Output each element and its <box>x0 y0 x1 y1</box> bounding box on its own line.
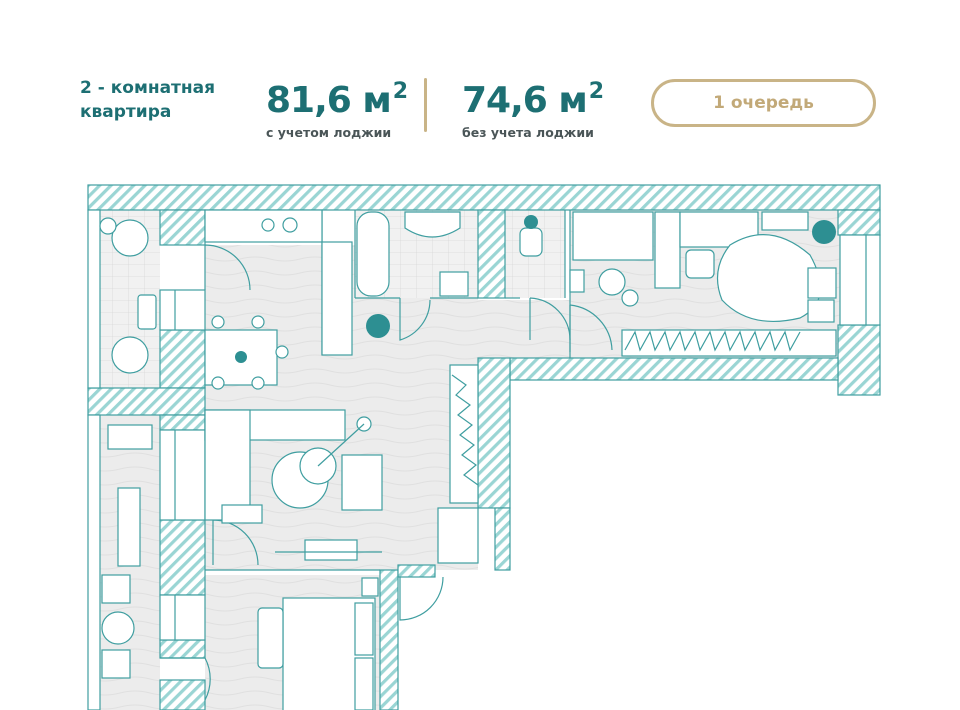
study-room-furniture <box>569 211 837 357</box>
queue-button[interactable]: 1 очередь <box>651 79 876 127</box>
area-without-loggia: 74,6 м2 без учета лоджии <box>462 72 604 140</box>
walls <box>87 184 881 710</box>
area-unit-sup: 2 <box>392 79 408 104</box>
doors <box>160 244 613 701</box>
apartment-type-line2: квартира <box>80 102 172 122</box>
bathroom-furniture <box>356 211 543 297</box>
plants <box>366 215 836 338</box>
area-without-loggia-value: 74,6 м <box>462 80 588 121</box>
area-unit-sup: 2 <box>588 79 604 104</box>
bedroom-furniture <box>257 577 379 710</box>
area-with-loggia: 81,6 м2 с учетом лоджии <box>266 72 408 140</box>
header: 2 - комнатная квартира 81,6 м2 с учетом … <box>0 0 960 160</box>
area-with-loggia-value: 81,6 м <box>266 80 392 121</box>
kitchen-furniture <box>204 209 353 390</box>
area-without-loggia-caption: без учета лоджии <box>462 125 594 140</box>
divider <box>424 78 427 132</box>
windows <box>87 209 881 710</box>
apartment-type: 2 - комнатная квартира <box>80 76 215 124</box>
apartment-type-line1: 2 - комнатная <box>80 78 216 98</box>
area-with-loggia-caption: с учетом лоджии <box>266 125 392 140</box>
living-room-furniture <box>204 364 479 564</box>
loggia-furniture <box>99 217 157 679</box>
